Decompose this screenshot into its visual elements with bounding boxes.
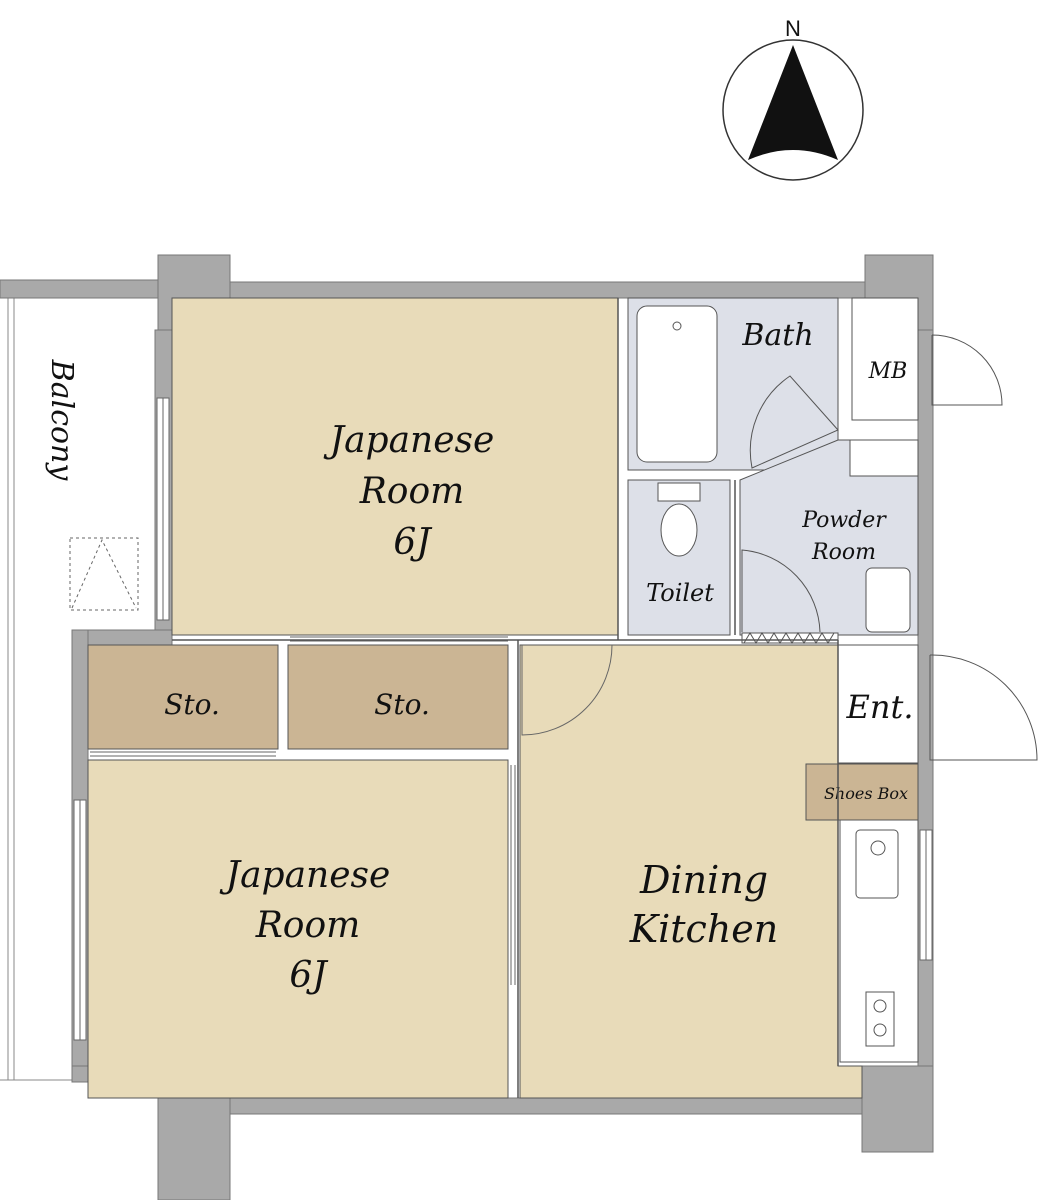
shoes-box <box>805 763 919 821</box>
threshold-mat <box>741 632 839 644</box>
mb-label: MB <box>868 359 908 384</box>
storage-1-label: Sto. <box>164 688 220 721</box>
mb-door-swing <box>931 334 1003 406</box>
storage-2-label: Sto. <box>374 688 430 721</box>
japanese-room-2-line2: Room <box>255 905 361 946</box>
dining-kitchen-line1: Dining <box>639 858 768 902</box>
north-arrow-icon <box>748 45 838 160</box>
toilet-tank-icon <box>657 482 701 502</box>
dk-door-swing <box>521 644 613 736</box>
dining-kitchen-line2: Kitchen <box>629 907 779 951</box>
wall-top <box>229 281 867 299</box>
japanese-room-1-line2: Room <box>359 471 465 512</box>
entrance-door-swing <box>929 654 1038 761</box>
powder-room-line2: Room <box>811 540 876 565</box>
shoes-box-label: Shoes Box <box>824 784 908 803</box>
japanese-room-1 <box>171 297 619 636</box>
drain-marker <box>69 537 139 611</box>
wall-top-balcony <box>0 279 161 299</box>
north-label: N <box>785 16 801 41</box>
japanese-room-1-line3: 6J <box>393 522 433 563</box>
toilet-bowl-icon <box>660 503 698 557</box>
storage-1 <box>87 644 279 750</box>
japanese-room-2 <box>87 759 509 1099</box>
storage-2 <box>287 644 509 750</box>
toilet <box>627 479 731 636</box>
pillar-bottom-right <box>861 1065 934 1153</box>
entrance-label: Ent. <box>846 688 914 726</box>
sliding-doors <box>90 636 516 985</box>
balcony: Balcony <box>0 294 158 1081</box>
powder-room-line1: Powder <box>801 508 887 533</box>
bath-door-swing <box>749 375 839 469</box>
toilet-label: Toilet <box>646 579 714 607</box>
windows <box>73 397 933 1041</box>
wall-bottom <box>229 1097 867 1115</box>
japanese-room-1-line1: Japanese <box>323 420 495 461</box>
mb-closet <box>851 297 919 421</box>
balcony-label: Balcony <box>44 359 79 482</box>
powder-door-swing <box>741 549 821 633</box>
bathtub-icon <box>636 305 718 463</box>
stove-icon <box>865 991 895 1047</box>
sink-icon <box>855 829 899 899</box>
bath-label: Bath <box>741 318 813 353</box>
entrance <box>837 644 919 764</box>
compass: N <box>722 16 864 181</box>
japanese-room-2-line1: Japanese <box>219 855 391 896</box>
japanese-room-2-line3: 6J <box>289 955 329 996</box>
washer-space <box>849 439 919 477</box>
washbasin-icon <box>865 567 911 633</box>
interior-walls <box>172 298 839 1098</box>
